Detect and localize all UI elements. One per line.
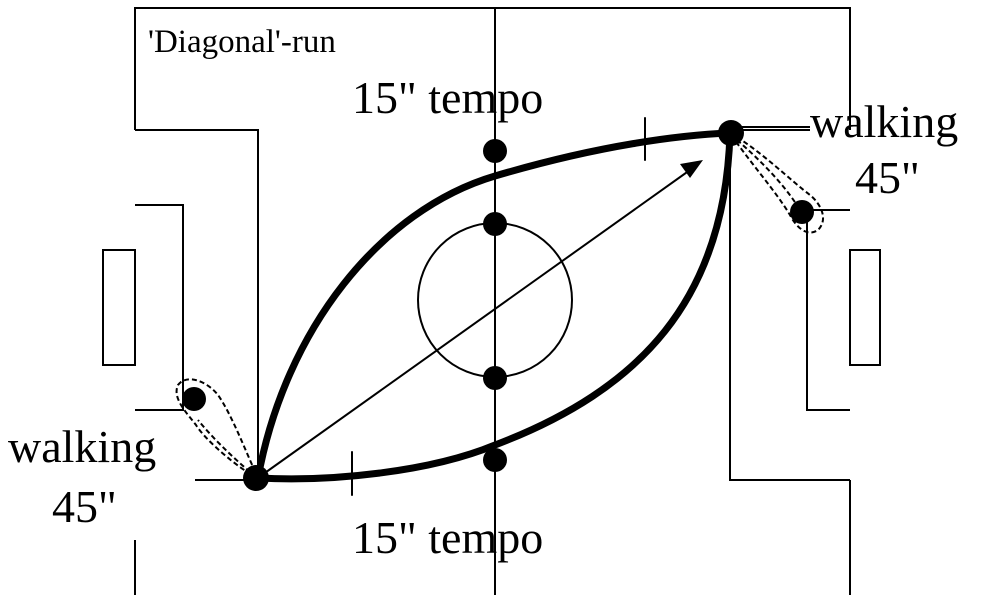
right-walking-marker bbox=[790, 200, 814, 224]
diagonal-arrow bbox=[261, 160, 703, 476]
left-walking-duration: 45" bbox=[52, 481, 117, 532]
upper-tempo-run-path bbox=[254, 129, 734, 482]
left-penalty-area bbox=[135, 129, 259, 481]
left-walking-label: walking bbox=[8, 421, 156, 472]
right-goal bbox=[849, 249, 881, 366]
markers bbox=[182, 120, 814, 491]
left-goal bbox=[102, 249, 136, 366]
lower-tempo-run-path bbox=[254, 129, 734, 483]
left-goal-area bbox=[135, 204, 184, 411]
top-tempo-label: 15" tempo bbox=[352, 72, 543, 123]
halfway-marker-3 bbox=[483, 366, 507, 390]
right-goal-area bbox=[806, 209, 850, 411]
left-walking-marker bbox=[182, 387, 206, 411]
run-paths bbox=[254, 117, 734, 496]
diagonal-arrow-shaft bbox=[261, 169, 691, 476]
pitch-top-boundary bbox=[134, 7, 851, 130]
walking-paths bbox=[175, 132, 825, 479]
bottom-tempo-label: 15" tempo bbox=[352, 512, 543, 563]
right-walking-loop-inner bbox=[736, 139, 801, 211]
left-walking-loop-inner bbox=[197, 419, 251, 473]
end-marker bbox=[718, 120, 744, 146]
right-walking-label: walking bbox=[810, 96, 958, 147]
diagram-title: 'Diagonal'-run bbox=[148, 24, 336, 60]
halfway-marker-2 bbox=[483, 212, 507, 236]
diagonal-arrow-head bbox=[680, 160, 703, 178]
halfway-marker-4 bbox=[483, 448, 507, 472]
left-walking-loop-outer bbox=[175, 378, 259, 479]
start-marker bbox=[243, 465, 269, 491]
right-walking-loop-outer bbox=[729, 132, 825, 234]
right-penalty-area bbox=[729, 129, 850, 481]
halfway-marker-1 bbox=[483, 139, 507, 163]
right-walking-duration: 45" bbox=[855, 152, 920, 203]
